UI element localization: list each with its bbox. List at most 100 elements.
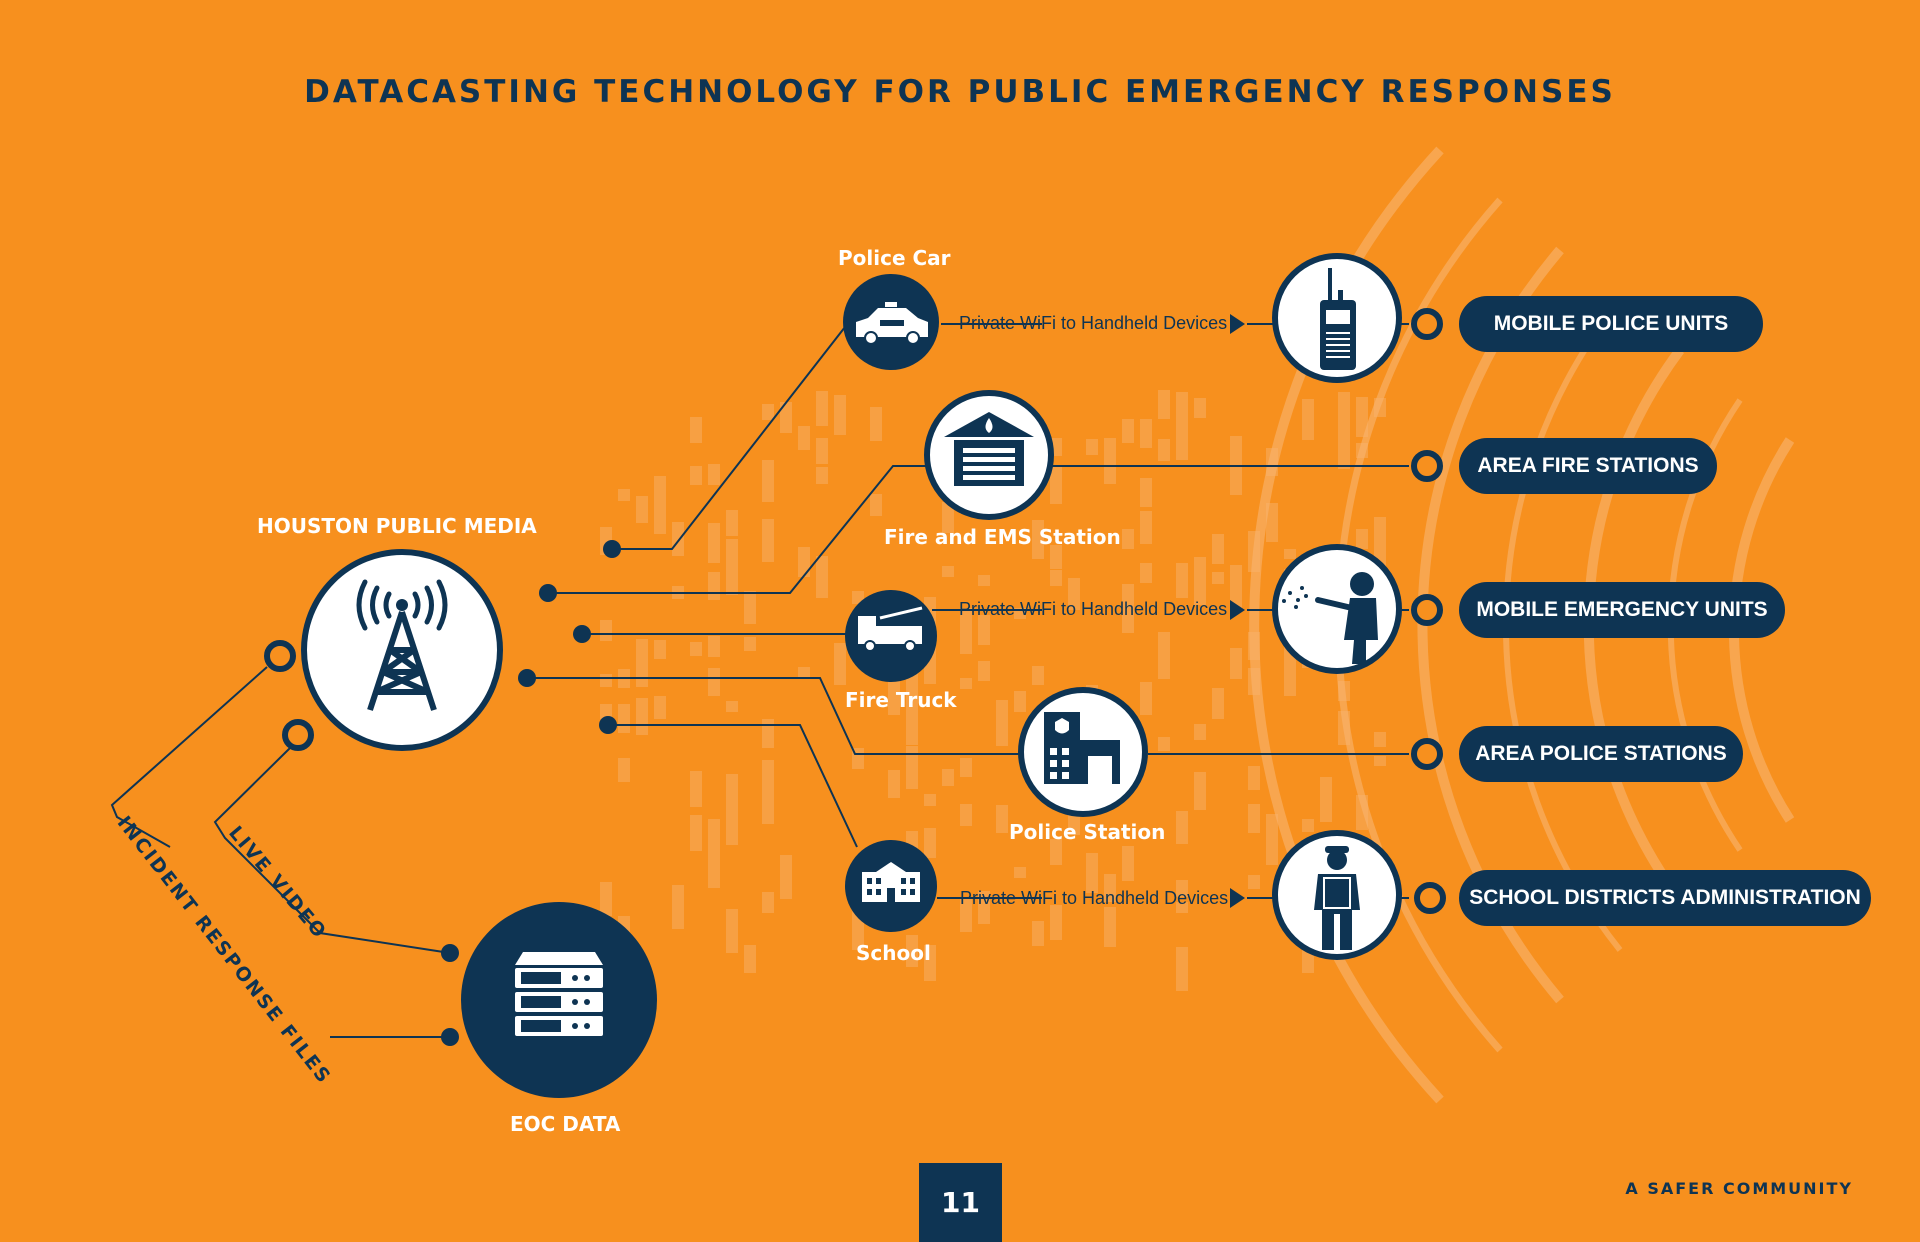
background-bar (1122, 584, 1134, 633)
background-bar (1176, 902, 1188, 913)
background-bar (1356, 795, 1368, 830)
background-bar (1230, 472, 1242, 495)
background-bar (1248, 804, 1260, 833)
background-bar (690, 771, 702, 807)
background-bar (1176, 880, 1188, 897)
background-bar (600, 620, 612, 641)
background-bar (834, 395, 846, 435)
background-bar (654, 640, 666, 659)
background-bar (798, 667, 810, 679)
background-bar (726, 510, 738, 536)
background-bar (1374, 398, 1386, 409)
background-bar (1158, 390, 1170, 419)
background-bar (1140, 511, 1152, 544)
background-bar (852, 591, 864, 604)
background-bar (1176, 947, 1188, 991)
background-bar (744, 591, 756, 624)
fire-station-icon (924, 390, 1054, 520)
background-bar (1248, 632, 1260, 660)
background-bar (600, 882, 612, 916)
background-bar (798, 547, 810, 577)
background-bar (1050, 570, 1062, 586)
footer-text: A SAFER COMMUNITY (1625, 1179, 1853, 1198)
destination-area-fire-stations: AREA FIRE STATIONS (1459, 438, 1717, 494)
background-bar (1086, 439, 1098, 455)
background-bar (906, 695, 918, 745)
background-bar (762, 460, 774, 502)
background-bar (1284, 549, 1296, 559)
background-bar (1194, 772, 1206, 810)
background-bar (708, 636, 720, 657)
background-bar (960, 608, 972, 625)
background-bar (816, 556, 828, 598)
safety-officer-icon (1272, 830, 1402, 960)
background-bar (672, 522, 684, 556)
background-bar (690, 815, 702, 851)
background-bar (1050, 465, 1062, 504)
page-number: 11 (919, 1163, 1002, 1242)
background-bar (690, 642, 702, 656)
background-bar (870, 494, 882, 516)
background-bar (654, 485, 666, 534)
broadcast-tower-icon (301, 549, 503, 751)
background-bar (654, 696, 666, 719)
background-bar (1194, 557, 1206, 605)
background-bar (1140, 563, 1152, 583)
background-bar (1302, 819, 1314, 832)
houston-public-media-label: HOUSTON PUBLIC MEDIA (257, 514, 537, 538)
background-bar (1194, 398, 1206, 418)
connector-dots (441, 540, 621, 1046)
background-bar (600, 674, 612, 687)
background-bar (654, 476, 666, 517)
background-bar (870, 407, 882, 441)
eoc-data-label: EOC DATA (510, 1112, 621, 1136)
background-bar (726, 774, 738, 813)
background-bar (978, 575, 990, 586)
background-bar (708, 523, 720, 563)
destination-mobile-emergency-units: MOBILE EMERGENCY UNITS (1459, 582, 1785, 638)
background-bar (618, 766, 630, 782)
background-bar (1086, 853, 1098, 893)
background-bar (1158, 737, 1170, 751)
background-bar (1338, 681, 1350, 701)
background-bar (726, 571, 738, 595)
background-bar (708, 572, 720, 600)
background-bar (762, 404, 774, 420)
background-bar (1266, 503, 1278, 542)
background-bar (906, 669, 918, 707)
background-bar (834, 658, 846, 685)
background-bar (1050, 839, 1062, 865)
background-bar (1140, 682, 1152, 715)
background-bar (1374, 732, 1386, 747)
background-bar (726, 539, 738, 587)
background-bar (762, 719, 774, 748)
background-bar (1032, 921, 1044, 946)
ring-connectors (264, 308, 1446, 914)
background-bar (708, 464, 720, 485)
background-bar (708, 819, 720, 863)
background-bar (942, 502, 954, 533)
school-building-icon (845, 840, 937, 932)
destination-area-police-stations: AREA POLICE STATIONS (1459, 726, 1743, 782)
fire-truck-label: Fire Truck (845, 688, 957, 712)
background-bar (618, 704, 630, 733)
background-bar (1248, 531, 1260, 572)
background-bar (1266, 814, 1278, 827)
background-bar (960, 611, 972, 654)
background-bar (1158, 665, 1170, 679)
background-bar (1122, 846, 1134, 881)
background-bar (690, 466, 702, 485)
background-bar (726, 809, 738, 845)
background-bar (960, 678, 972, 689)
fire-truck-icon (845, 590, 937, 682)
destination-mobile-police-units: MOBILE POLICE UNITS (1459, 296, 1763, 352)
police-car-icon (843, 274, 939, 370)
background-bar (942, 566, 954, 577)
background-bar (744, 637, 756, 651)
arrow-heads (1230, 314, 1245, 908)
background-bar (816, 391, 828, 426)
background-bar (1104, 438, 1116, 484)
background-bar (1374, 532, 1386, 561)
school-label: School (856, 941, 931, 965)
